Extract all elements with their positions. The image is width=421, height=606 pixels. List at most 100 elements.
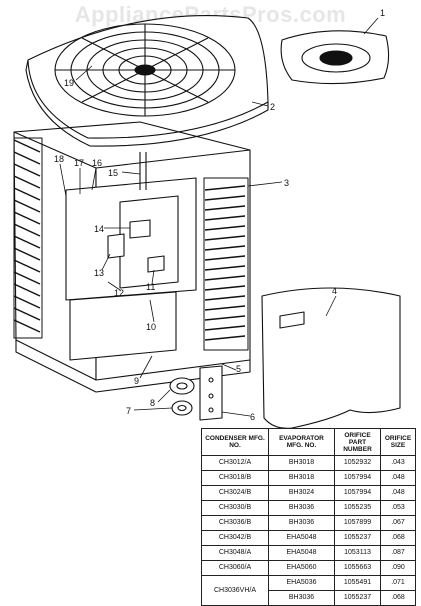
callout-12: 12 <box>114 288 124 298</box>
callout-1: 1 <box>380 8 385 18</box>
part-number-cell: 1057994 <box>334 485 381 501</box>
side-panel-label <box>279 311 305 329</box>
grommet-small <box>171 400 193 416</box>
callout-9: 9 <box>134 376 139 386</box>
callout-13: 13 <box>94 268 104 278</box>
leader-line <box>107 281 121 291</box>
leader-line <box>121 171 141 175</box>
condenser-cell: CH3036VH/A <box>201 575 269 606</box>
leader-line <box>133 407 173 411</box>
side-access-panel <box>261 287 401 429</box>
table-row: CH3024/B BH3024 1057994 .048 <box>201 485 416 501</box>
condenser-cell: CH3030/B <box>201 500 269 516</box>
part-number-cell: 1055237 <box>334 530 381 546</box>
part-number-cell: 1055663 <box>334 560 381 576</box>
evaporator-cell: BH3036 <box>268 590 335 606</box>
control-box <box>119 195 179 289</box>
evaporator-cell: BH3036 <box>268 500 335 516</box>
table-row: CH3030/B BH3036 1055235 .053 <box>201 500 416 516</box>
condenser-cell: CH3048/A <box>201 545 269 561</box>
orifice-size-cell: .053 <box>380 500 416 516</box>
evaporator-cell: BH3018 <box>268 455 335 471</box>
cabinet-base <box>15 340 251 393</box>
callout-19: 19 <box>64 78 74 88</box>
orifice-size-cell: .048 <box>380 485 416 501</box>
fan-guard-spoke <box>81 37 209 103</box>
part-number-cell: 1052932 <box>334 455 381 471</box>
condenser-coil-left <box>13 137 43 339</box>
table-row: CH3012/A BH3018 1052932 .043 <box>201 455 416 471</box>
fitting-hole <box>208 407 214 413</box>
leader-line <box>75 65 93 81</box>
part-number-cell: 1057899 <box>334 515 381 531</box>
evaporator-cell: BH3024 <box>268 485 335 501</box>
leader-line <box>251 101 269 107</box>
header-condenser: CONDENSER MFG. NO. <box>201 428 269 456</box>
evaporator-cell: EHA5048 <box>268 530 335 546</box>
callout-4: 4 <box>332 286 337 296</box>
table-row: CH3048/A EHA5048 1053113 .087 <box>201 545 416 561</box>
leader-line <box>363 17 379 35</box>
part-number-cell: 1055237 <box>334 590 381 606</box>
leader-line <box>149 299 155 323</box>
condenser-cell: CH3036/B <box>201 515 269 531</box>
callout-14: 14 <box>94 224 104 234</box>
table-row: CH3042/B EHA5048 1055237 .068 <box>201 530 416 546</box>
contactor <box>129 219 151 239</box>
leader-line <box>221 363 237 371</box>
condenser-cell: CH3018/B <box>201 470 269 486</box>
orifice-size-cell: .043 <box>380 455 416 471</box>
orifice-size-cell: .090 <box>380 560 416 576</box>
header-orifice-part: ORIFICE PART NUMBER <box>334 428 381 456</box>
evaporator-cell: EHA5060 <box>268 560 335 576</box>
callout-6: 6 <box>250 412 255 422</box>
header-orifice-size: ORIFICE SIZE <box>380 428 416 456</box>
leader-line <box>139 355 153 379</box>
condenser-cell: CH3042/B <box>201 530 269 546</box>
relay <box>147 255 165 273</box>
table-row: CH3060/A EHA5060 1055663 .090 <box>201 560 416 576</box>
table-row: CH3036/B BH3036 1057899 .067 <box>201 515 416 531</box>
leader-line <box>157 389 171 403</box>
callout-11: 11 <box>146 282 155 292</box>
condenser-cell: CH3024/B <box>201 485 269 501</box>
top-grille-lip <box>25 59 269 147</box>
condenser-cell: CH3060/A <box>201 560 269 576</box>
callout-18: 18 <box>54 154 64 164</box>
grommet-large-hole <box>176 382 188 390</box>
grommet-large <box>169 377 195 395</box>
evaporator-cell: BH3036 <box>268 515 335 531</box>
fitting-hole <box>208 377 214 383</box>
callout-2: 2 <box>270 102 275 112</box>
orifice-parts-table: CONDENSER MFG. NO. EVAPORATOR MFG. NO. O… <box>201 428 416 606</box>
compressor-access-door <box>69 291 177 361</box>
callout-5: 5 <box>236 364 241 374</box>
leader-line <box>221 411 251 417</box>
callout-10: 10 <box>146 322 156 332</box>
part-number-cell: 1055491 <box>334 575 381 591</box>
evaporator-cell: BH3018 <box>268 470 335 486</box>
leader-line <box>151 269 155 285</box>
callout-17: 17 <box>74 158 84 168</box>
condenser-cell: CH3012/A <box>201 455 269 471</box>
table-row: CH3018/B BH3018 1057994 .048 <box>201 470 416 486</box>
callout-7: 7 <box>126 406 131 416</box>
orifice-size-cell: .068 <box>380 590 416 606</box>
table-row: CH3036VH/A EHA5036 1055491 .071 <box>201 575 416 606</box>
grommet-small-hole <box>177 404 187 412</box>
orifice-size-cell: .071 <box>380 575 416 591</box>
part-number-cell: 1055235 <box>334 500 381 516</box>
leader-line <box>325 295 337 317</box>
orifice-size-cell: .087 <box>380 545 416 561</box>
orifice-size-cell: .048 <box>380 470 416 486</box>
condenser-coil-right <box>203 177 249 351</box>
evaporator-cell: EHA5048 <box>268 545 335 561</box>
leader-line <box>59 163 67 197</box>
evaporator-cell: EHA5036 <box>268 575 335 591</box>
callout-8: 8 <box>150 398 155 408</box>
part-number-cell: 1053113 <box>334 545 381 561</box>
header-evaporator: EVAPORATOR MFG. NO. <box>268 428 335 456</box>
fitting-hole <box>208 393 214 399</box>
